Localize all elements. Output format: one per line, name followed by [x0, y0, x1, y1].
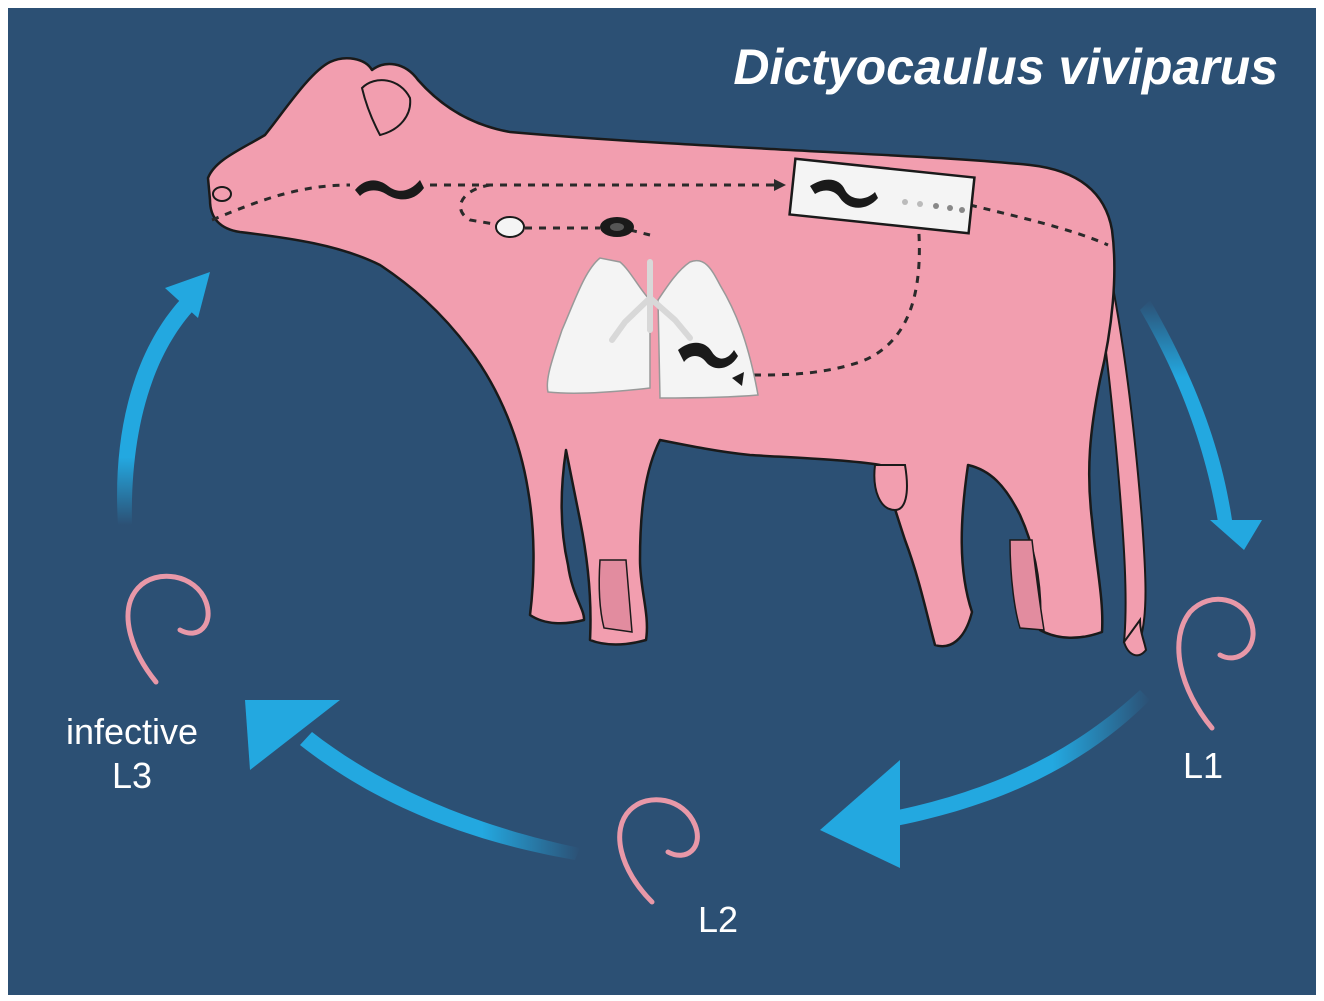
egg-dot-2: [917, 201, 923, 207]
egg-dot-3: [933, 203, 939, 209]
label-l2: L2: [698, 899, 738, 940]
diagram-title: Dictyocaulus viviparus: [733, 39, 1278, 95]
lymph-node-2-core: [610, 223, 624, 231]
label-l3-line2: L3: [112, 755, 152, 796]
label-l3-line1: infective: [66, 711, 198, 752]
label-l1: L1: [1183, 745, 1223, 786]
lymph-node-1-icon: [496, 217, 524, 237]
egg-dot-1: [902, 199, 908, 205]
egg-dot-4: [947, 205, 953, 211]
cow-far-leg-front: [599, 560, 632, 632]
egg-dot-5: [959, 207, 965, 213]
